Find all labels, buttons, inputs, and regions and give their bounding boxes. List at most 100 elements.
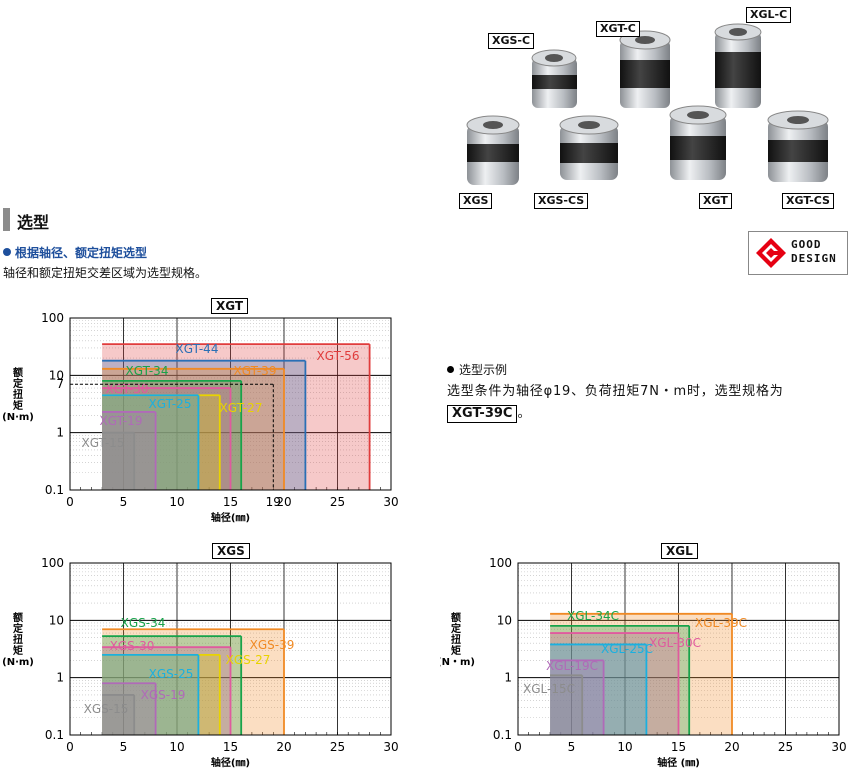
section-title: 选型: [17, 213, 50, 232]
bullet-icon: [447, 366, 454, 373]
series-label: XGS-30: [110, 639, 155, 653]
series-label: XGS-39: [250, 638, 295, 652]
series-region: [102, 395, 199, 490]
y-axis-label: 额定扭矩(N・m): [440, 611, 475, 668]
x-tick-label: 10: [169, 495, 184, 509]
series-region: [102, 411, 156, 490]
y-tick-label: 7: [56, 377, 64, 391]
y-tick-label: 0.1: [45, 483, 64, 497]
series-region: [102, 432, 135, 490]
y-axis-label-line: 扭: [13, 633, 23, 646]
photo-xgs: [466, 115, 520, 185]
series-region: [102, 368, 284, 490]
y-tick-label: 10: [49, 368, 64, 382]
x-tick-label: 15: [223, 495, 238, 509]
series-label: XGL-39C: [695, 616, 747, 630]
series-label: XGL-15C: [523, 682, 575, 696]
y-axis-label-line: 矩: [13, 644, 23, 657]
x-tick-label: 30: [383, 740, 398, 754]
x-tick-label: 25: [330, 740, 345, 754]
x-tick-label: 10: [617, 740, 632, 754]
series-label: XGS-25: [149, 667, 194, 681]
y-axis-label-line: (N・m): [440, 657, 475, 668]
series-region: [550, 675, 583, 735]
photo-label-xgs-cs: XGS-CS: [534, 193, 589, 209]
series-label: XGL-34C: [567, 609, 619, 623]
photo-xgs-c: [531, 49, 577, 108]
x-tick-label: 30: [383, 495, 398, 509]
x-tick-label: 0: [514, 740, 522, 754]
example-title-text: 选型示例: [459, 363, 508, 377]
x-tick-label: 19: [266, 495, 281, 509]
example-title: 选型示例: [447, 361, 507, 378]
y-axis-label-line: 定: [13, 377, 23, 390]
series-label: XGS-27: [226, 653, 271, 667]
photo-label-xgt-c: XGT-C: [596, 21, 640, 37]
x-tick-label: 15: [223, 740, 238, 754]
y-tick-label: 10: [49, 613, 64, 627]
good-design-line2: DESIGN: [791, 252, 837, 265]
series-region: [550, 633, 679, 735]
series-label: XGL-30C: [649, 636, 701, 650]
x-axis-label: 轴径(㎜): [211, 511, 250, 524]
series-region: [550, 660, 604, 735]
series-region: [102, 647, 231, 735]
photo-xgt-c: [619, 30, 671, 108]
series-xgt-15: XGT-15: [82, 431, 136, 490]
y-axis-label: 额定扭矩(N·m): [2, 366, 34, 423]
series-xgt-27: XGT-27: [102, 394, 263, 490]
example-text: 选型条件为轴径φ19、负荷扭矩7N・m时，选型规格为: [447, 384, 784, 399]
photo-xgl-c: [714, 23, 762, 108]
y-tick-label: 100: [41, 311, 64, 325]
series-xgl-19c: XGL-19C: [546, 659, 605, 735]
series-region: [102, 694, 135, 735]
section-subtitle-text: 根据轴径、额定扭矩选型: [15, 246, 148, 260]
chart-title-xgs: XGS: [212, 543, 250, 559]
series-label: XGT-19: [100, 414, 143, 428]
x-axis-label: 轴径(㎜): [211, 756, 250, 769]
series-label: XGT-34: [126, 364, 169, 378]
series-label: XGT-30: [106, 382, 149, 396]
series-label: XGS-34: [121, 616, 166, 630]
series-label: XGT-56: [317, 349, 360, 363]
series-xgt-30: XGT-30: [102, 382, 232, 490]
series-xgt-39: XGT-39: [102, 364, 285, 490]
y-tick-label: 0.1: [45, 728, 64, 742]
section-marker: [3, 208, 10, 231]
photo-label-xgt: XGT: [699, 193, 732, 209]
series-xgt-19: XGT-19: [100, 411, 157, 490]
series-xgt-34: XGT-34: [102, 364, 243, 490]
x-tick-label: 30: [831, 740, 846, 754]
series-region: [102, 683, 156, 735]
chart-xgt: XGT-56XGT-44XGT-39XGT-34XGT-30XGT-27XGT-…: [2, 311, 399, 524]
y-axis-label-line: 定: [13, 622, 23, 635]
photo-label-xgs: XGS: [459, 193, 493, 209]
chart-title-xgl: XGL: [661, 543, 698, 559]
series-region: [102, 395, 220, 490]
y-axis-label: 额定扭矩(N·m): [2, 611, 34, 668]
photo-xgs-cs: [559, 115, 619, 180]
x-tick-label: 20: [276, 495, 291, 509]
y-axis-label-line: 额: [451, 611, 461, 624]
series-label: XGT-39: [234, 364, 277, 378]
series-label: XGS-19: [141, 688, 186, 702]
y-axis-label-line: (N·m): [2, 412, 34, 423]
good-design-logo-icon: [756, 238, 786, 268]
example-result-code: XGT-39C: [447, 405, 518, 423]
y-axis-label-line: (N·m): [2, 657, 34, 668]
series-label: XGL-19C: [546, 659, 598, 673]
series-xgt-25: XGT-25: [102, 394, 200, 490]
plot-frame: [69, 317, 392, 491]
y-tick-label: 1: [56, 426, 64, 440]
x-tick-label: 0: [66, 740, 74, 754]
x-axis-label: 轴径 (㎜): [657, 756, 700, 769]
photo-label-xgt-cs: XGT-CS: [782, 193, 834, 209]
product-photos: [466, 23, 829, 185]
series-region: [102, 636, 242, 735]
series-label: XGT-27: [220, 401, 263, 415]
y-tick-label: 0.1: [493, 728, 512, 742]
photo-xgt: [669, 105, 727, 180]
series-region: [102, 388, 231, 490]
y-tick-label: 100: [489, 556, 512, 570]
series-xgs-19: XGS-19: [102, 682, 186, 735]
